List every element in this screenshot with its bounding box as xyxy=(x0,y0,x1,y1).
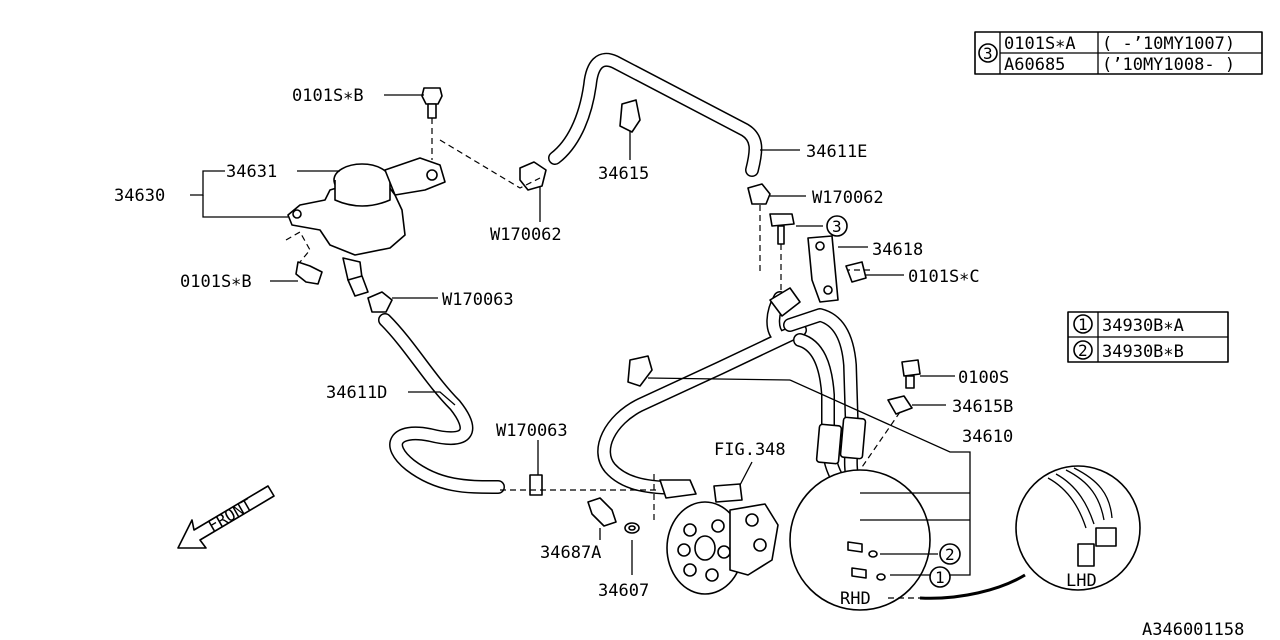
label-lhd: LHD xyxy=(1066,571,1097,591)
pump-fitting xyxy=(659,479,743,503)
table-top-row2-range: (’10MY1008- ) xyxy=(1102,55,1235,75)
rhd-lhd-connector xyxy=(919,573,1026,600)
callout-3-number: 3 xyxy=(832,217,842,236)
label-0101s-c: 0101S∗C xyxy=(908,267,980,287)
label-fig348: FIG.348 xyxy=(714,440,786,460)
callout-3 xyxy=(826,215,848,237)
lhd-detail xyxy=(1015,465,1141,591)
callout-1-number: 1 xyxy=(935,568,945,587)
table-right xyxy=(1067,311,1229,363)
label-34615b: 34615B xyxy=(952,397,1013,417)
table-top-row1-part: 0101S∗A xyxy=(1004,34,1076,54)
label-0101s-b-top: 0101S∗B xyxy=(292,86,364,106)
bolt-0100s xyxy=(901,359,921,389)
hose-34611e xyxy=(548,52,763,177)
front-arrow xyxy=(177,485,275,549)
dashed-lines xyxy=(285,118,920,599)
line-clip xyxy=(627,355,653,387)
label-w170062-left: W170062 xyxy=(490,225,562,245)
labels: 0101S∗B 34631 34630 0101S∗B W170063 3461… xyxy=(114,34,1244,640)
label-34618: 34618 xyxy=(872,240,923,260)
bolt-left xyxy=(295,261,323,285)
table-right-row1-part: 34930B∗A xyxy=(1102,316,1184,336)
label-34611e: 34611E xyxy=(806,142,867,162)
label-rhd: RHD xyxy=(840,589,871,609)
table-right-row2-ref: 2 xyxy=(1078,341,1088,360)
w170063-lower-clamp xyxy=(529,474,543,496)
label-34611d: 34611D xyxy=(326,383,387,403)
clamp-w170062-right xyxy=(747,183,771,205)
table-right-row2-part: 34930B∗B xyxy=(1102,342,1184,362)
union-bolt-34687a xyxy=(587,497,617,527)
label-w170063-a: W170063 xyxy=(442,290,514,310)
table-top-ref: 3 xyxy=(983,44,993,63)
callout-2-number: 2 xyxy=(945,545,955,564)
label-34631: 34631 xyxy=(226,162,277,182)
label-34610: 34610 xyxy=(962,427,1013,447)
label-34630: 34630 xyxy=(114,186,165,206)
clamp-w170062-left xyxy=(519,161,547,191)
power-steering-pump xyxy=(666,501,779,595)
label-34687a: 34687A xyxy=(540,543,601,563)
table-right-row1-ref: 1 xyxy=(1078,315,1088,334)
clamp-w170063-upper xyxy=(367,291,393,313)
washer-34607 xyxy=(624,522,640,534)
clip-34615b xyxy=(887,395,913,415)
leader-lines xyxy=(190,94,971,576)
bolt-top xyxy=(421,87,443,119)
label-w170062-right: W170062 xyxy=(812,188,884,208)
label-front: FRONT xyxy=(205,495,257,536)
bracket-34618 xyxy=(807,235,867,303)
callout-2 xyxy=(939,543,961,565)
table-top xyxy=(974,31,1263,75)
table-top-row2-part: A60685 xyxy=(1004,55,1065,75)
label-0100s: 0100S xyxy=(958,368,1009,388)
clip-34615 xyxy=(619,99,641,133)
reservoir-tank xyxy=(287,157,446,297)
label-34607: 34607 xyxy=(598,581,649,601)
label-34615: 34615 xyxy=(598,164,649,184)
bolt-3 xyxy=(769,213,795,245)
label-0101s-b-left: 0101S∗B xyxy=(180,272,252,292)
table-top-row1-range: ( -’10MY1007) xyxy=(1102,34,1235,54)
callout-1 xyxy=(929,566,951,588)
hose-34611d xyxy=(378,313,505,495)
label-w170063-b: W170063 xyxy=(496,421,568,441)
label-diagram-id: A346001158 xyxy=(1142,620,1244,640)
